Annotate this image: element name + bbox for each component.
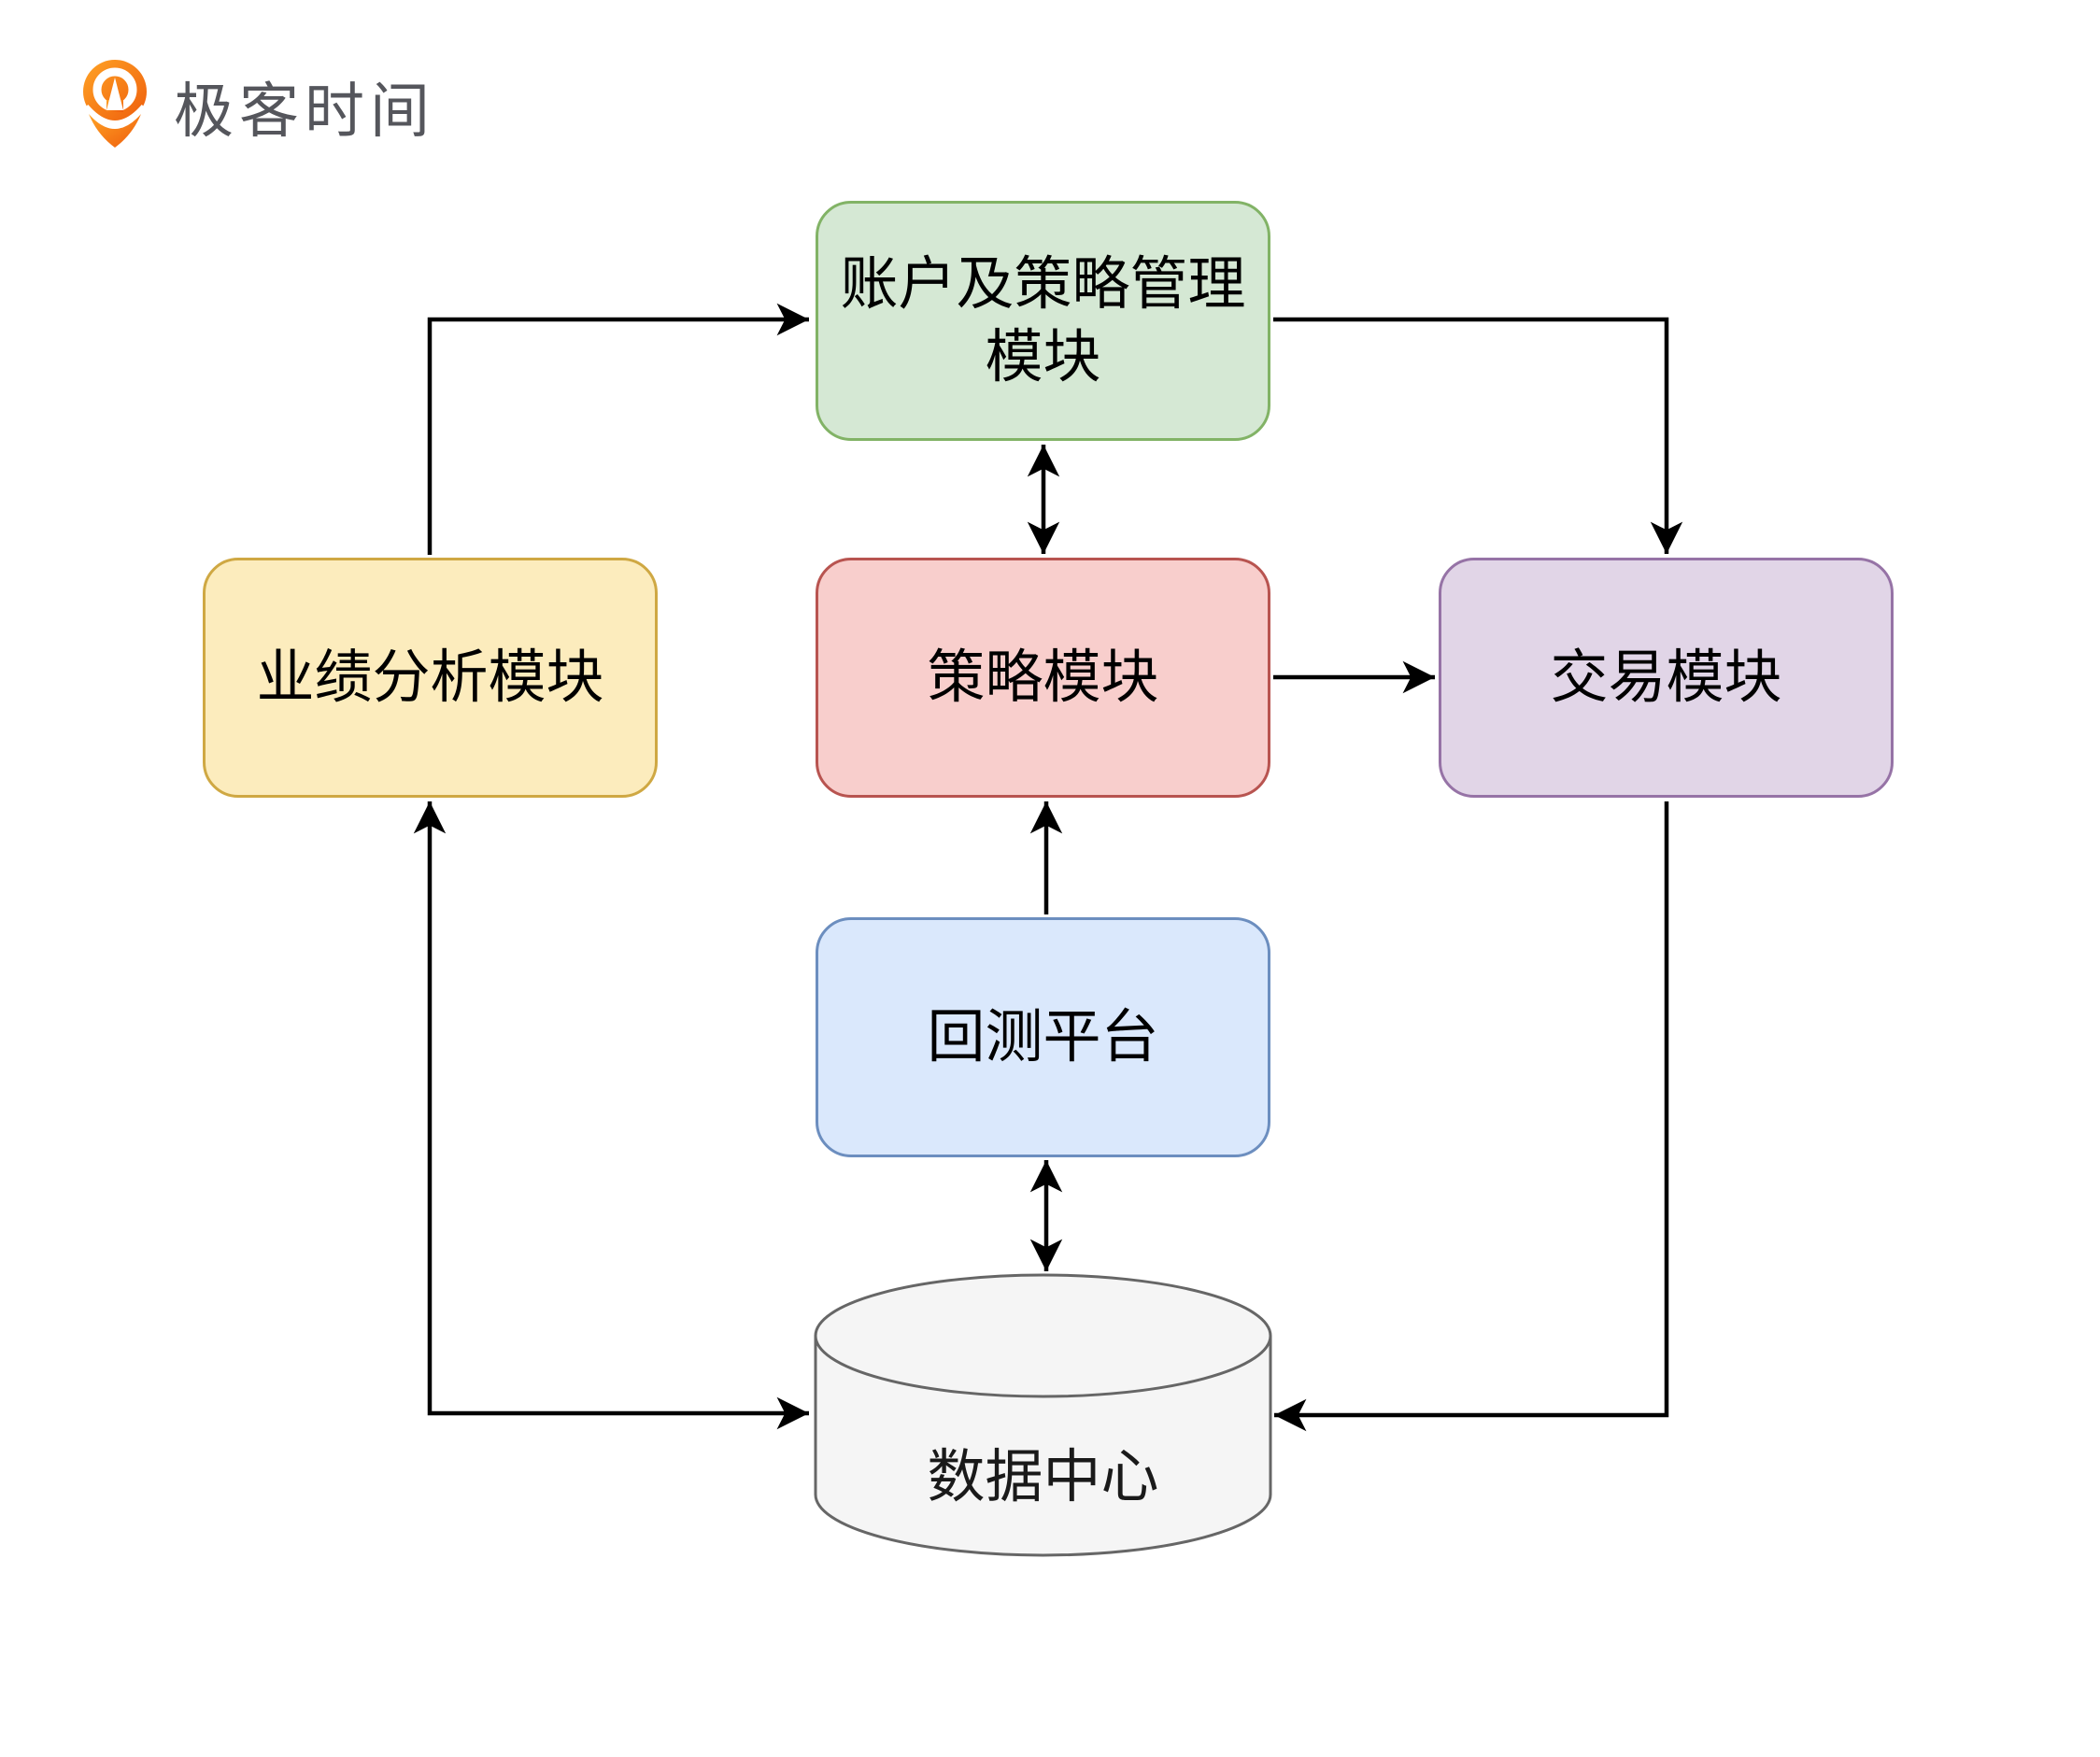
node-strategy: 策略模块	[816, 558, 1270, 798]
node-data-center-label: 数据中心	[927, 1445, 1159, 1509]
cylinder-top	[814, 1273, 1272, 1398]
node-performance-analysis: 业绩分析模块	[203, 558, 658, 798]
node-performance-analysis-label: 业绩分析模块	[256, 645, 604, 710]
node-backtest: 回测平台	[816, 917, 1270, 1157]
edge-account-to-trading	[1273, 317, 1683, 554]
geektime-logo-icon	[83, 60, 147, 148]
node-strategy-label: 策略模块	[927, 645, 1159, 710]
node-trading: 交易模块	[1439, 558, 1894, 798]
brand-logo: 极客时间	[82, 58, 435, 149]
edge-datacenter-analysis-bidirectional	[413, 801, 809, 1430]
node-backtest-label: 回测平台	[927, 1004, 1159, 1070]
node-trading-label: 交易模块	[1550, 645, 1782, 710]
node-account-management-label: 账户及策略管理 模块	[840, 252, 1246, 390]
node-account-management: 账户及策略管理 模块	[816, 201, 1270, 441]
brand-name: 极客时间	[174, 78, 435, 145]
edge-analysis-to-account	[427, 303, 809, 555]
edge-trading-to-datacenter	[1274, 801, 1669, 1432]
